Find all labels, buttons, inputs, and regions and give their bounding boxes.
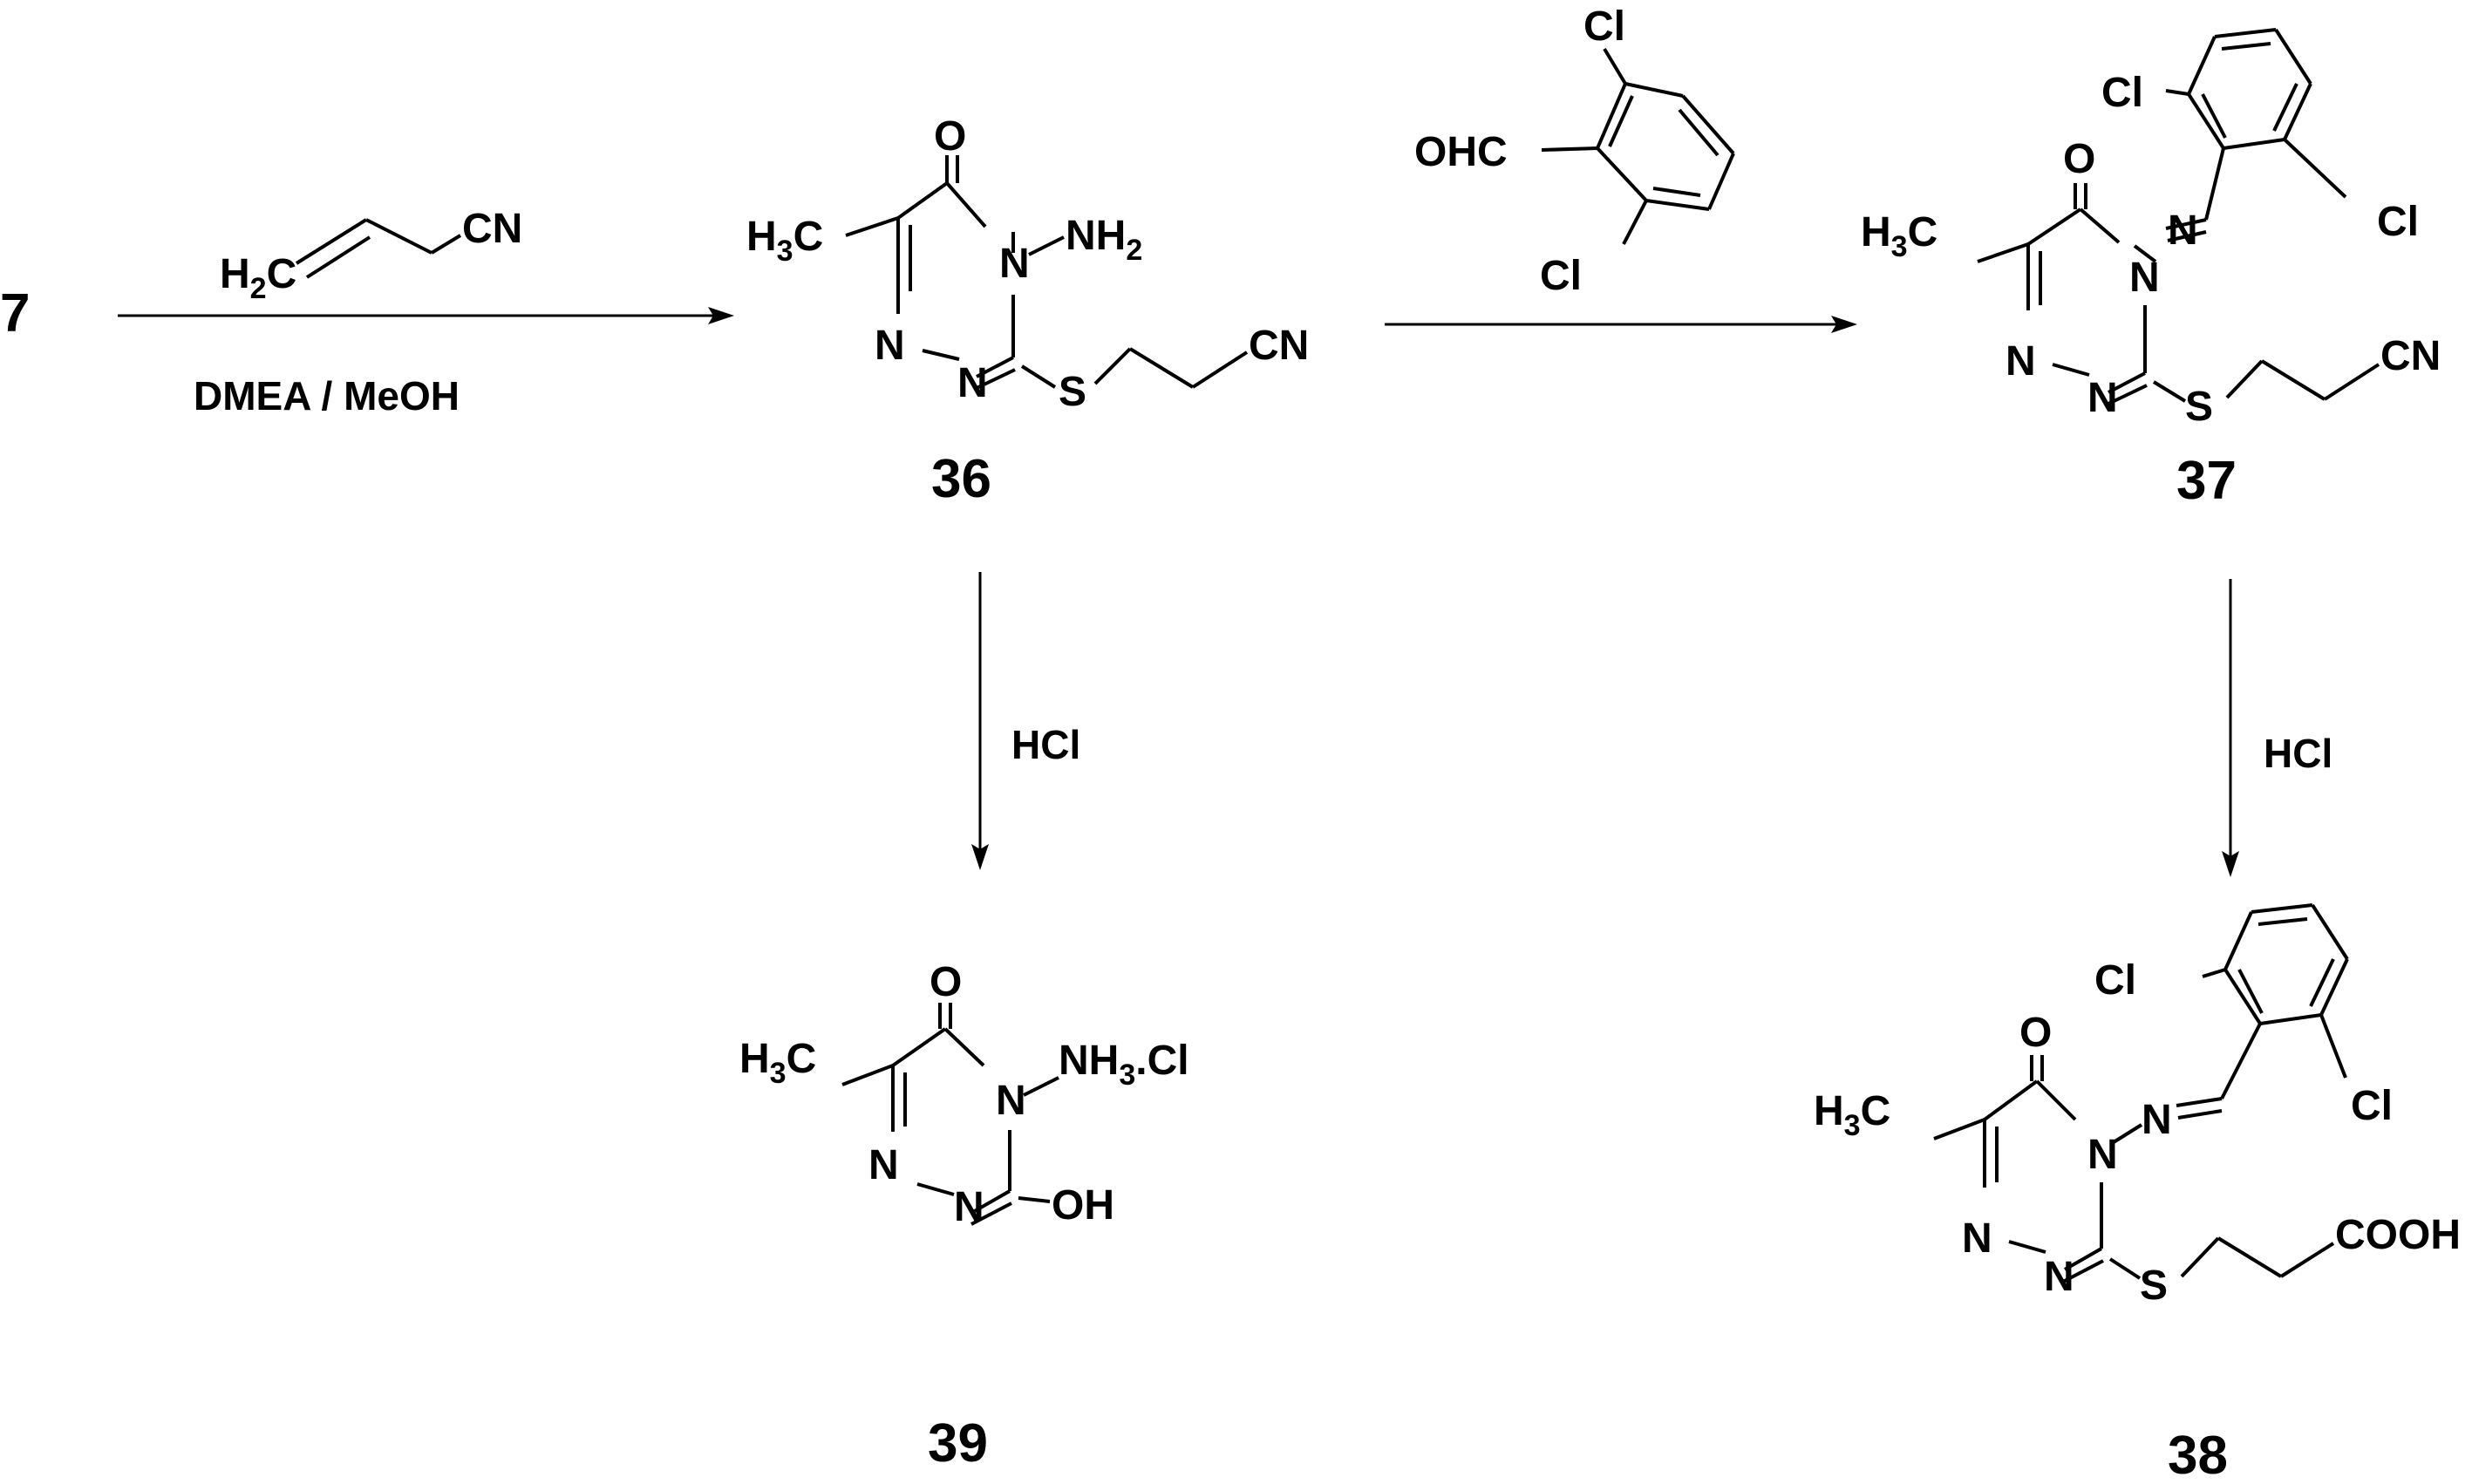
compound-39-structure: O H3C N NH3.Cl N N OH — [739, 959, 1189, 1230]
svg-text:NH3.Cl: NH3.Cl — [1059, 1038, 1189, 1092]
svg-text:N: N — [996, 1078, 1026, 1124]
svg-text:Cl: Cl — [2377, 199, 2419, 245]
svg-text:O: O — [2019, 1010, 2052, 1056]
svg-text:Cl: Cl — [1540, 253, 1582, 299]
compound-label-37: 37 — [2176, 451, 2237, 511]
svg-text:O: O — [934, 113, 966, 160]
svg-text:N: N — [875, 323, 905, 369]
svg-text:NH2: NH2 — [1066, 213, 1142, 267]
svg-text:H2C: H2C — [220, 251, 296, 305]
reagent-allyl-cyanide: H2C CN — [220, 206, 522, 305]
reaction-arrow-1 — [118, 307, 734, 324]
svg-text:O: O — [2063, 136, 2095, 182]
svg-text:N: N — [2044, 1254, 2074, 1300]
reaction-arrow-3 — [971, 572, 989, 870]
reaction-arrow-4 — [2222, 579, 2239, 877]
svg-text:CN: CN — [462, 206, 522, 252]
svg-text:H3C: H3C — [746, 214, 823, 268]
svg-text:N: N — [2006, 338, 2036, 385]
svg-text:Cl: Cl — [1583, 3, 1625, 50]
svg-text:N: N — [1962, 1215, 1992, 1262]
reagent-dmea-meoh: DMEA / MeOH — [194, 373, 460, 419]
svg-text:N: N — [2087, 375, 2118, 421]
svg-text:OH: OH — [1052, 1182, 1114, 1229]
reagent-hcl-right: HCl — [2264, 731, 2332, 776]
svg-text:OHC: OHC — [1414, 129, 1508, 175]
reaction-arrow-2 — [1385, 316, 1857, 333]
svg-text:CN: CN — [2380, 333, 2441, 379]
svg-text:N: N — [954, 1184, 984, 1230]
svg-text:S: S — [2140, 1263, 2168, 1309]
compound-38-structure: Cl Cl O H3C N N N N S COOH — [1814, 903, 2461, 1309]
reagent-hcl-left: HCl — [1011, 722, 1080, 767]
svg-text:CN: CN — [1249, 323, 1309, 369]
svg-text:Cl: Cl — [2094, 957, 2136, 1004]
compound-label-7: 7 — [0, 283, 30, 344]
svg-text:Cl: Cl — [2101, 70, 2143, 116]
svg-text:S: S — [1059, 369, 1086, 415]
svg-text:H3C: H3C — [1861, 209, 1937, 263]
reagent-dichlorobenzaldehyde: Cl OHC Cl — [1414, 3, 1735, 299]
svg-text:N: N — [2168, 208, 2198, 254]
svg-text:N: N — [2129, 255, 2160, 301]
svg-text:H3C: H3C — [1814, 1088, 1890, 1142]
svg-text:S: S — [2185, 384, 2213, 430]
compound-36-structure: O H3C N NH2 N N S CN — [746, 113, 1309, 415]
svg-text:N: N — [957, 360, 988, 406]
svg-text:COOH: COOH — [2335, 1212, 2461, 1258]
svg-text:N: N — [999, 241, 1030, 287]
svg-text:O: O — [930, 959, 962, 1005]
svg-text:N: N — [2142, 1097, 2172, 1143]
svg-text:N: N — [868, 1142, 899, 1188]
svg-text:N: N — [2087, 1132, 2118, 1178]
svg-text:H3C: H3C — [739, 1036, 816, 1090]
compound-label-39: 39 — [928, 1413, 988, 1474]
compound-label-36: 36 — [931, 449, 991, 509]
compound-37-structure: Cl Cl O H3C N N N N S CN — [1861, 28, 2441, 430]
svg-text:Cl: Cl — [2351, 1083, 2393, 1129]
compound-label-38: 38 — [2168, 1426, 2228, 1484]
